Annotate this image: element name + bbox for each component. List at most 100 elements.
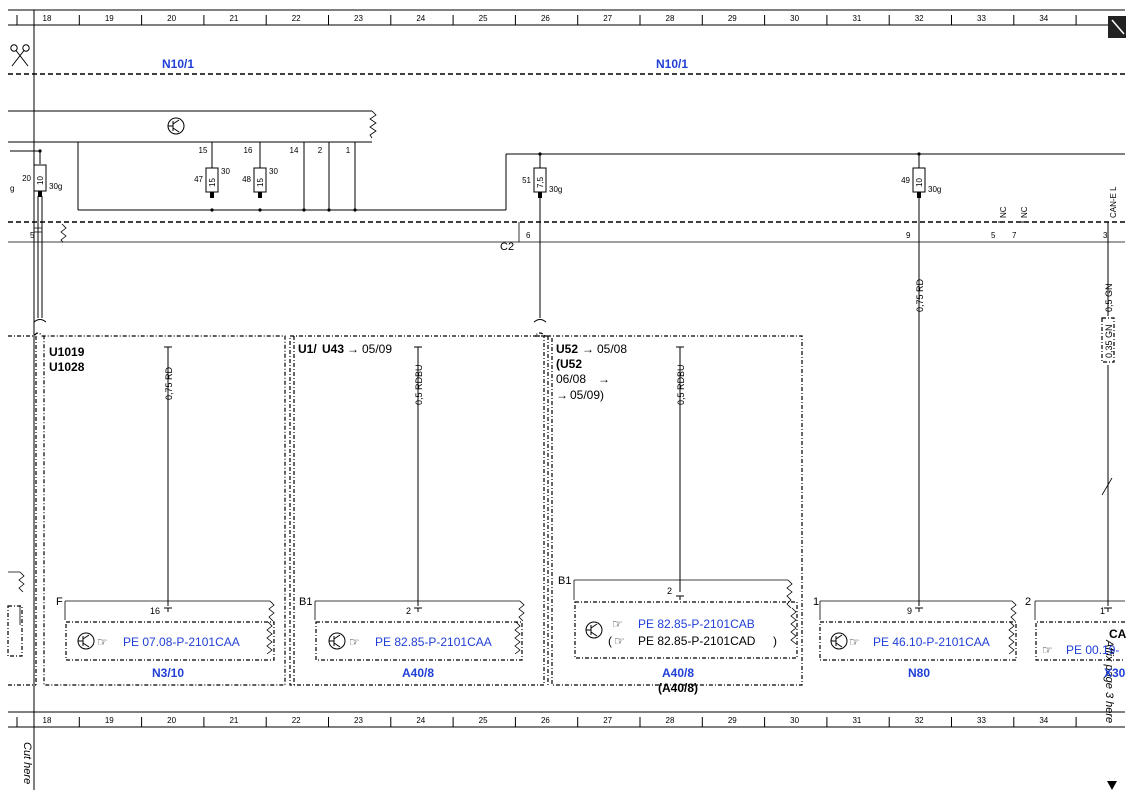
component-1-letter: F [56,596,63,608]
fuse-20: 10 20 30g [22,164,62,197]
wires [33,196,1113,606]
variant-1-line2: U1028 [49,360,85,374]
component-3-ref2[interactable]: PE 82.85-P-2101CAD [638,634,756,648]
wire-label-075rd-a: 0,75 RD [164,366,174,400]
component-3-ref[interactable]: PE 82.85-P-2101CAB [638,617,755,631]
fuse-number: 49 [901,176,910,185]
fuse-left-term: g [10,184,14,193]
pointer-icon: ☞ [612,617,623,631]
module-pins [10,142,1125,212]
variant-box-2 [289,335,545,686]
component-a40-8-2 [573,579,798,659]
component-1-name[interactable]: N3/10 [152,666,184,680]
connector-label-n10-left: N10/1 [162,57,194,71]
fuse-51: 7,5 51 30g [522,154,562,198]
conn-pin-5b: 5 [991,231,996,240]
component-2-letter: B1 [299,596,312,608]
cut-here-label: Cut here [21,742,33,784]
ruler-label: 19 [105,716,114,725]
c2-connector [8,222,1125,243]
ruler-label: 19 [105,14,114,23]
fuse-term: 30g [49,182,62,191]
ruler-label: 23 [354,716,363,725]
pointer-icon: ☞ [349,635,360,649]
ruler-label: 28 [666,716,675,725]
ruler-label: 30 [790,14,799,23]
component-1-ref[interactable]: PE 07.08-P-2101CAA [123,635,240,649]
component-4-ref[interactable]: PE 46.10-P-2101CAA [873,635,990,649]
ruler-label: 21 [229,716,238,725]
page-corner-icon [1108,16,1126,38]
fuse-rating: 15 [208,178,217,187]
ruler-label: 32 [915,716,924,725]
variant-3-line2: (U52 [556,357,582,371]
nc-label-1: NC [999,206,1008,218]
ruler-label: 31 [852,716,861,725]
component-4-name[interactable]: N80 [908,666,930,680]
ruler-label: 31 [852,14,861,23]
fuse-number: 48 [242,175,251,184]
pin-1: 1 [346,146,351,155]
fuse-rating: 10 [915,178,924,187]
pin-2: 2 [318,146,323,155]
component-n3-10 [64,600,275,661]
variant-box-3 [533,332,803,686]
ruler-label: 26 [541,716,550,725]
ruler-label: 34 [1039,14,1048,23]
pin-14: 14 [290,146,299,155]
can-label: CAN-E L [1109,186,1118,218]
affix-label: Affix page 3 here [1103,639,1115,723]
component-3-name[interactable]: A40/8 [662,666,694,680]
component-3-letter: B1 [558,575,571,587]
component-2-ref[interactable]: PE 82.85-P-2101CAA [375,635,492,649]
fuse-47: 15 47 30 [194,167,230,198]
transistor-icon [77,632,95,650]
transistor-icon [830,632,848,650]
c2-label: C2 [500,241,514,253]
ruler-label: 27 [603,716,612,725]
fuse-term: 30 [221,167,230,176]
variant-3-line3: 06/08 [556,372,586,386]
connector-label-n10-right: N10/1 [656,57,688,71]
variant-2-b: U43 [322,342,344,356]
component-a40-8-1 [314,600,525,661]
ruler-label: 20 [167,14,176,23]
variant-2-c: 05/09 [362,342,392,356]
ruler-label: 24 [416,716,425,725]
component-5-letter: 2 [1025,596,1031,608]
fuse-49: 10 49 30g [901,154,941,198]
component-5-ref[interactable]: PE 00.19- [1066,643,1119,657]
wire-label-05gn: 0,5 GN [1104,283,1114,312]
component-3-name2: (A40/8) [658,681,698,695]
ruler-label: 24 [416,14,425,23]
fuse-term: 30 [269,167,278,176]
component-partial-left [7,571,25,657]
variant-1-line1: U1019 [49,345,85,359]
variant-2-a: U1/ [298,342,317,356]
ruler-label: 18 [43,14,52,23]
ruler-label: 27 [603,14,612,23]
conn-pin-3: 3 [1103,231,1108,240]
scissors-icon [10,44,30,67]
component-3-pin: 2 [667,586,672,596]
conn-pin-7: 7 [1012,231,1017,240]
down-arrow-icon [1107,781,1117,790]
ruler-label: 34 [1039,716,1048,725]
conn-pin-6: 6 [526,231,531,240]
wire-label-05rdbu-b: 0,5 RDBU [676,364,686,405]
ruler-label: 25 [479,14,488,23]
component-2-name[interactable]: A40/8 [402,666,434,680]
component-5-name[interactable]: X30 [1104,666,1126,680]
fuse-number: 20 [22,174,31,183]
ruler-label: 30 [790,716,799,725]
conn-pin-5: 5 [30,231,35,240]
component-5-pin: 1 [1100,606,1105,616]
ruler-label: 21 [229,14,238,23]
component-2-pin: 2 [406,606,411,616]
wire-label-05rdbu-a: 0,5 RDBU [414,364,424,405]
ruler-label: 20 [167,716,176,725]
component-x30 [1034,600,1125,661]
ruler-label: 29 [728,14,737,23]
